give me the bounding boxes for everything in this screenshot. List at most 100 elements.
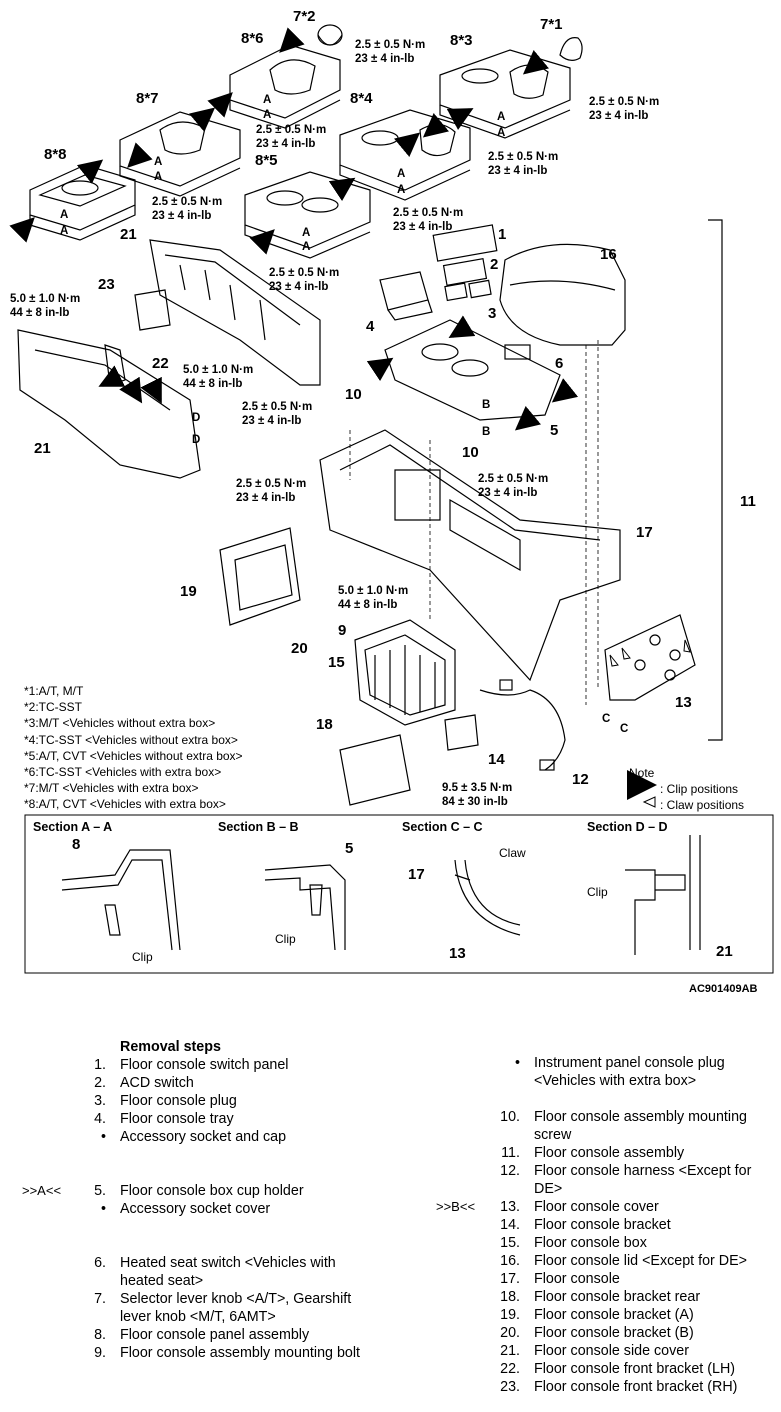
- section-letter-b: B: [482, 426, 491, 438]
- list-spacer: [70, 1146, 370, 1182]
- section-cc-claw: Claw: [499, 846, 526, 860]
- front-bracket-shape: [149, 239, 321, 386]
- list-item: •Instrument panel console plug <Vehicles…: [514, 1055, 725, 1089]
- label-part-11: 11: [740, 493, 756, 510]
- section-letter-a: A: [397, 168, 406, 180]
- label-part-14: 14: [488, 751, 505, 768]
- label-part-19: 19: [180, 583, 197, 600]
- label-part-21: 21: [120, 226, 137, 243]
- section-cc-part-17: 17: [408, 866, 425, 883]
- section-bb-title: Section B – B: [218, 820, 299, 834]
- legend-claw-text: : Claw positions: [660, 798, 745, 812]
- section-letter-d: D: [192, 412, 201, 424]
- floor-console-17-shape: [319, 429, 621, 682]
- section-dd-title: Section D – D: [587, 820, 668, 834]
- step-mark-b: >>B<<: [436, 1199, 476, 1214]
- list-item: 1.Floor console switch panel: [94, 1057, 289, 1073]
- cover-13-shape: [604, 614, 696, 701]
- section-cc-part-13: 13: [449, 945, 466, 962]
- list-item: 19.Floor console bracket (A): [500, 1307, 694, 1323]
- list-item: 14.Floor console bracket: [500, 1217, 671, 1233]
- section-letter-b: B: [482, 399, 491, 411]
- label-panel-8-8: 8*8: [44, 146, 67, 163]
- label-part-18: 18: [316, 716, 333, 733]
- guide-lines: [349, 340, 599, 705]
- label-part-2: 2: [490, 256, 499, 273]
- list-item: 20.Floor console bracket (B): [500, 1325, 694, 1341]
- panel-8-6-shape: [229, 44, 341, 129]
- label-part-3: 3: [488, 305, 497, 322]
- label-part-15: 15: [328, 654, 345, 671]
- list-item: •Accessory socket cover: [100, 1201, 271, 1217]
- section-letter-a: A: [60, 225, 69, 237]
- section-letter-a: A: [154, 171, 163, 183]
- legend-note-title: Note: [629, 766, 655, 780]
- footnote-item: *6:TC-SST <Vehicles with extra box>: [24, 765, 222, 780]
- removal-list-left: 1.Floor console switch panel 2.ACD switc…: [22, 1056, 370, 1362]
- label-part-17: 17: [636, 524, 653, 541]
- list-item: 2.ACD switch: [94, 1075, 194, 1091]
- section-dd-part-21: 21: [716, 943, 733, 960]
- lid-16-shape: [499, 243, 626, 346]
- list-item: 22.Floor console front bracket (LH): [500, 1361, 736, 1377]
- section-letter-a: A: [302, 227, 311, 239]
- section-frame: [24, 814, 774, 974]
- list-item: 11.Floor console assembly: [501, 1145, 685, 1161]
- removal-steps-title: Removal steps: [120, 1039, 221, 1055]
- exploded-diagram: 8*8 8*7 8*6 7*2 8*3 7*1 8*4 8*5 2.5 ± 0.…: [9, 8, 774, 995]
- list-item: •Accessory socket and cap: [100, 1129, 287, 1145]
- section-letter-a: A: [302, 241, 311, 253]
- claw-arrows: [609, 639, 691, 808]
- list-spacer: [484, 1090, 774, 1108]
- removal-list-right: •Instrument panel console plug <Vehicles…: [436, 1054, 774, 1396]
- section-aa-shape: [61, 849, 181, 951]
- label-part-21: 21: [34, 440, 51, 457]
- section-letter-a: A: [263, 94, 272, 106]
- label-part-1: 1: [498, 226, 507, 243]
- console-box-15-shape: [354, 619, 456, 726]
- panel-8-7-shape: [119, 111, 241, 197]
- footnote-item: *7:M/T <Vehicles with extra box>: [24, 781, 199, 796]
- label-panel-8-5: 8*5: [255, 152, 278, 169]
- list-item: 8.Floor console panel assembly: [94, 1327, 310, 1343]
- footnote-item: *1:A/T, M/T: [24, 684, 84, 698]
- list-item: >>B<<13.Floor console cover: [436, 1199, 659, 1215]
- footnote-item: *4:TC-SST <Vehicles without extra box>: [24, 732, 238, 747]
- section-bb-shape: [264, 864, 346, 951]
- diagram-artwork: [9, 24, 774, 974]
- footnote-item: *5:A/T, CVT <Vehicles without extra box>: [24, 748, 243, 763]
- label-panel-8-7: 8*7: [136, 90, 159, 107]
- footnote-item: *8:A/T, CVT <Vehicles with extra box>: [24, 797, 226, 812]
- list-item: >>A<<5.Floor console box cup holder: [22, 1183, 304, 1199]
- bracket-19-20-shape: [219, 527, 301, 626]
- section-letter-a: A: [397, 184, 406, 196]
- label-knob-7-1: 7*1: [540, 16, 563, 33]
- panel-8-5-shape: [244, 171, 371, 259]
- section-letter-c: C: [620, 723, 629, 735]
- list-item: 12.Floor console harness <Except for DE>: [500, 1163, 752, 1197]
- label-panel-8-6: 8*6: [241, 30, 264, 47]
- footnote-item: *2:TC-SST: [24, 700, 83, 715]
- section-letter-a: A: [263, 109, 272, 121]
- section-bb-part-5: 5: [345, 840, 354, 857]
- list-item: 3.Floor console plug: [94, 1093, 237, 1109]
- section-cc-shape: [454, 859, 521, 936]
- list-item: 4.Floor console tray: [94, 1111, 234, 1127]
- list-spacer: [70, 1218, 370, 1254]
- section-letter-a: A: [497, 111, 506, 123]
- list-item: 9.Floor console assembly mounting bolt: [94, 1345, 360, 1361]
- clip-arrows: [9, 27, 657, 800]
- label-panel-8-3: 8*3: [450, 32, 473, 49]
- label-part-13: 13: [675, 694, 692, 711]
- label-knob-7-2: 7*2: [293, 8, 316, 25]
- label-part-23: 23: [98, 276, 115, 293]
